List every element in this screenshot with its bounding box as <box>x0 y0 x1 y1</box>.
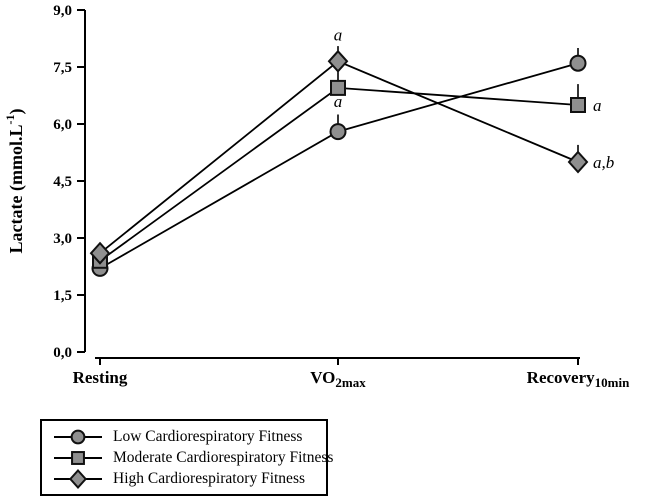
significance-annotation: a,b <box>593 153 614 172</box>
legend-marker <box>54 450 102 465</box>
circle-marker-icon <box>569 54 587 72</box>
y-tick-label: 1,5 <box>53 288 72 304</box>
square-marker-icon <box>71 450 85 465</box>
square-marker-icon <box>570 97 586 113</box>
circle-marker-icon <box>70 429 86 444</box>
legend-marker <box>54 429 102 444</box>
y-tick-label: 7,5 <box>53 60 72 76</box>
legend-label: Low Cardiorespiratory Fitness <box>113 427 303 445</box>
y-tick-label: 3,0 <box>53 231 72 247</box>
significance-annotation: a <box>593 96 602 115</box>
square-marker-icon <box>330 79 346 96</box>
diamond-marker-icon <box>89 241 111 265</box>
circle-marker-icon <box>329 123 347 141</box>
legend-item: Moderate Cardiorespiratory Fitness <box>52 447 333 468</box>
y-tick-label: 6,0 <box>53 117 72 133</box>
x-tick-label: VO2max <box>310 368 366 390</box>
x-tick-label: Resting <box>73 368 128 387</box>
legend-marker <box>54 468 102 489</box>
legend-item: Low Cardiorespiratory Fitness <box>52 426 320 447</box>
diamond-marker-icon <box>567 150 589 174</box>
x-tick-label: Recovery10min <box>527 368 630 390</box>
significance-annotation: a <box>334 92 343 111</box>
y-tick-label: 4,5 <box>53 174 72 190</box>
y-tick-label: 9,0 <box>53 3 72 19</box>
y-axis-title: Lactate (mmol.L-1) <box>3 109 27 254</box>
y-tick-label: 0,0 <box>53 345 72 361</box>
series-line-square <box>99 86 579 262</box>
significance-annotation: a <box>334 26 343 45</box>
diamond-marker-icon <box>69 468 87 489</box>
diamond-marker-icon <box>327 49 349 73</box>
legend-label: Moderate Cardiorespiratory Fitness <box>113 448 334 466</box>
legend-label: High Cardiorespiratory Fitness <box>113 469 306 487</box>
legend-item: High Cardiorespiratory Fitness <box>52 468 320 489</box>
